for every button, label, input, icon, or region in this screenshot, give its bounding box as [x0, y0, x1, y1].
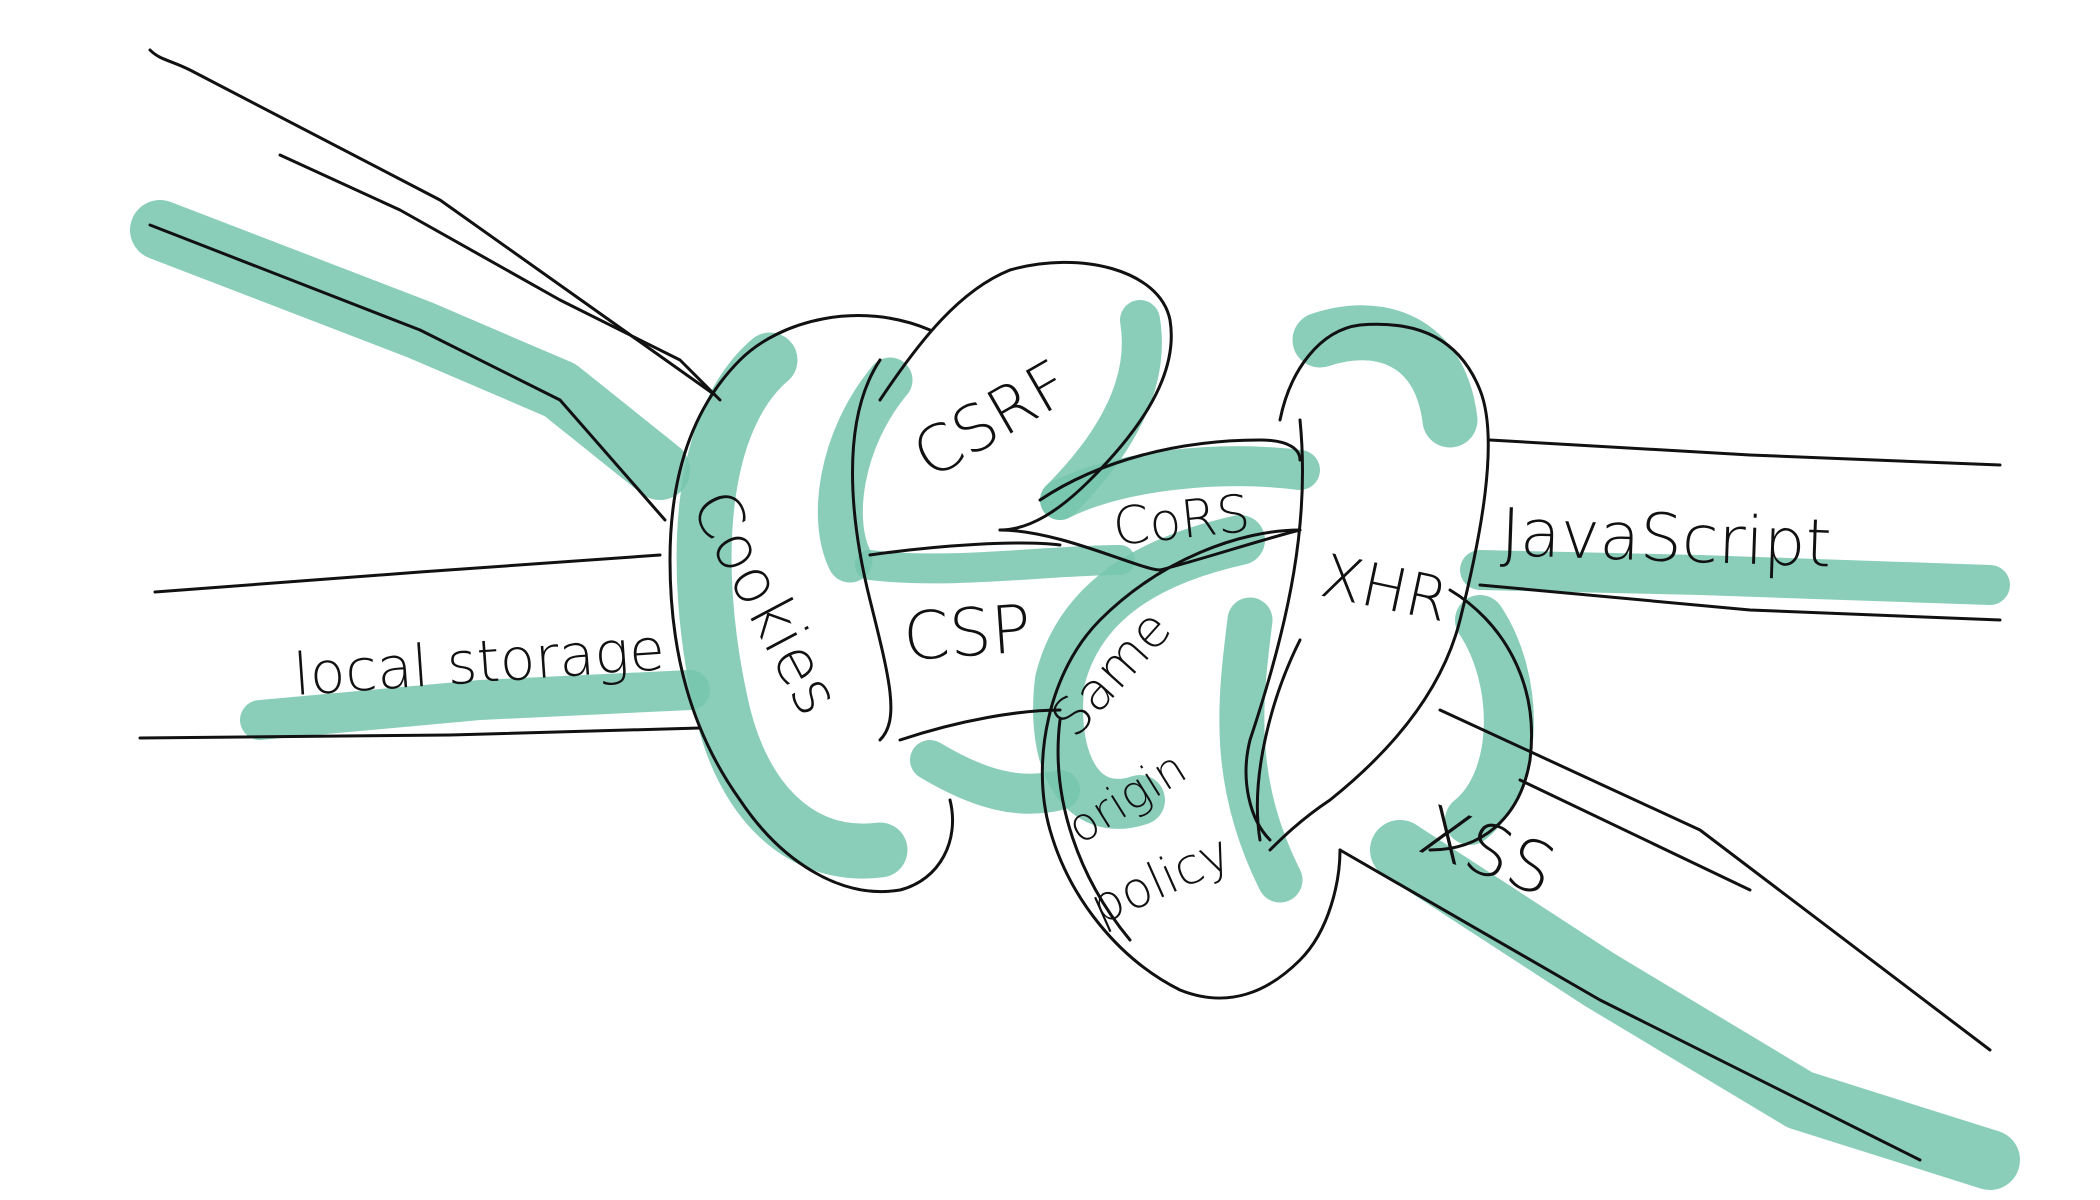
- strand-outline-upper-left-a: [148, 48, 717, 397]
- strand-outline-js-bottom: [1478, 583, 2002, 622]
- loop-fill-cookies-inner: [817, 357, 913, 583]
- band-outline-csp-top: [868, 541, 1062, 557]
- strand-fill-xss: [1370, 820, 2020, 1190]
- strand-outline-upper-left-b: [278, 153, 722, 402]
- loop-outline-cookies-inner: [851, 358, 893, 742]
- strand-fill-upper-left: [130, 200, 690, 500]
- label-xhr: XHR: [1315, 541, 1455, 636]
- loop-outline-sop-inner: [1056, 718, 1132, 942]
- loop-outline-csrf: [878, 260, 1173, 532]
- rope-fills: [130, 200, 2020, 1190]
- loop-fill-xhr: [1292, 305, 1478, 448]
- label-cors: CoRS: [1110, 484, 1253, 558]
- strand-outline-js-top: [1488, 438, 2002, 467]
- strand-fill-javascript: [1460, 550, 2010, 605]
- loop-outline-xhr-inner: [1244, 418, 1305, 842]
- band-fill-csp: [855, 545, 1135, 584]
- strand-outline-local-top: [153, 553, 662, 594]
- strand-outline-xss-top: [1438, 708, 1992, 1052]
- label-csrf: CSRF: [901, 346, 1082, 493]
- strand-outline-local-bottom: [138, 726, 702, 740]
- loop-fill-xhr-lower: [1445, 595, 1534, 845]
- band-fill-cors: [1040, 446, 1320, 520]
- band-outline-cors-bottom: [998, 528, 1302, 572]
- loop-fill-bottom: [910, 740, 1080, 814]
- loop-outline-xhr: [1268, 322, 1490, 852]
- loop-outline-cookies: [668, 314, 955, 893]
- band-outline-csp-bottom: [898, 708, 1062, 742]
- strand-outline-xss-mid: [1518, 778, 1752, 892]
- band-outline-cors-top: [1038, 438, 1302, 502]
- rope-outlines: [138, 48, 2002, 1162]
- strand-outline-xss-bottom: [1338, 848, 1922, 1162]
- loop-fill-cookies: [676, 332, 908, 879]
- loop-outline-xhr-right: [1428, 588, 1533, 852]
- loop-outline-sop-right: [1255, 638, 1302, 842]
- label-csp: CSP: [901, 590, 1034, 676]
- strand-outline-upper-left-c: [148, 223, 667, 522]
- loop-fill-sop-right: [1219, 597, 1303, 903]
- strand-fill-local-storage: [240, 670, 710, 740]
- label-javascript: JavaScript: [1499, 494, 1832, 582]
- loop-outline-sop: [1040, 528, 1342, 1000]
